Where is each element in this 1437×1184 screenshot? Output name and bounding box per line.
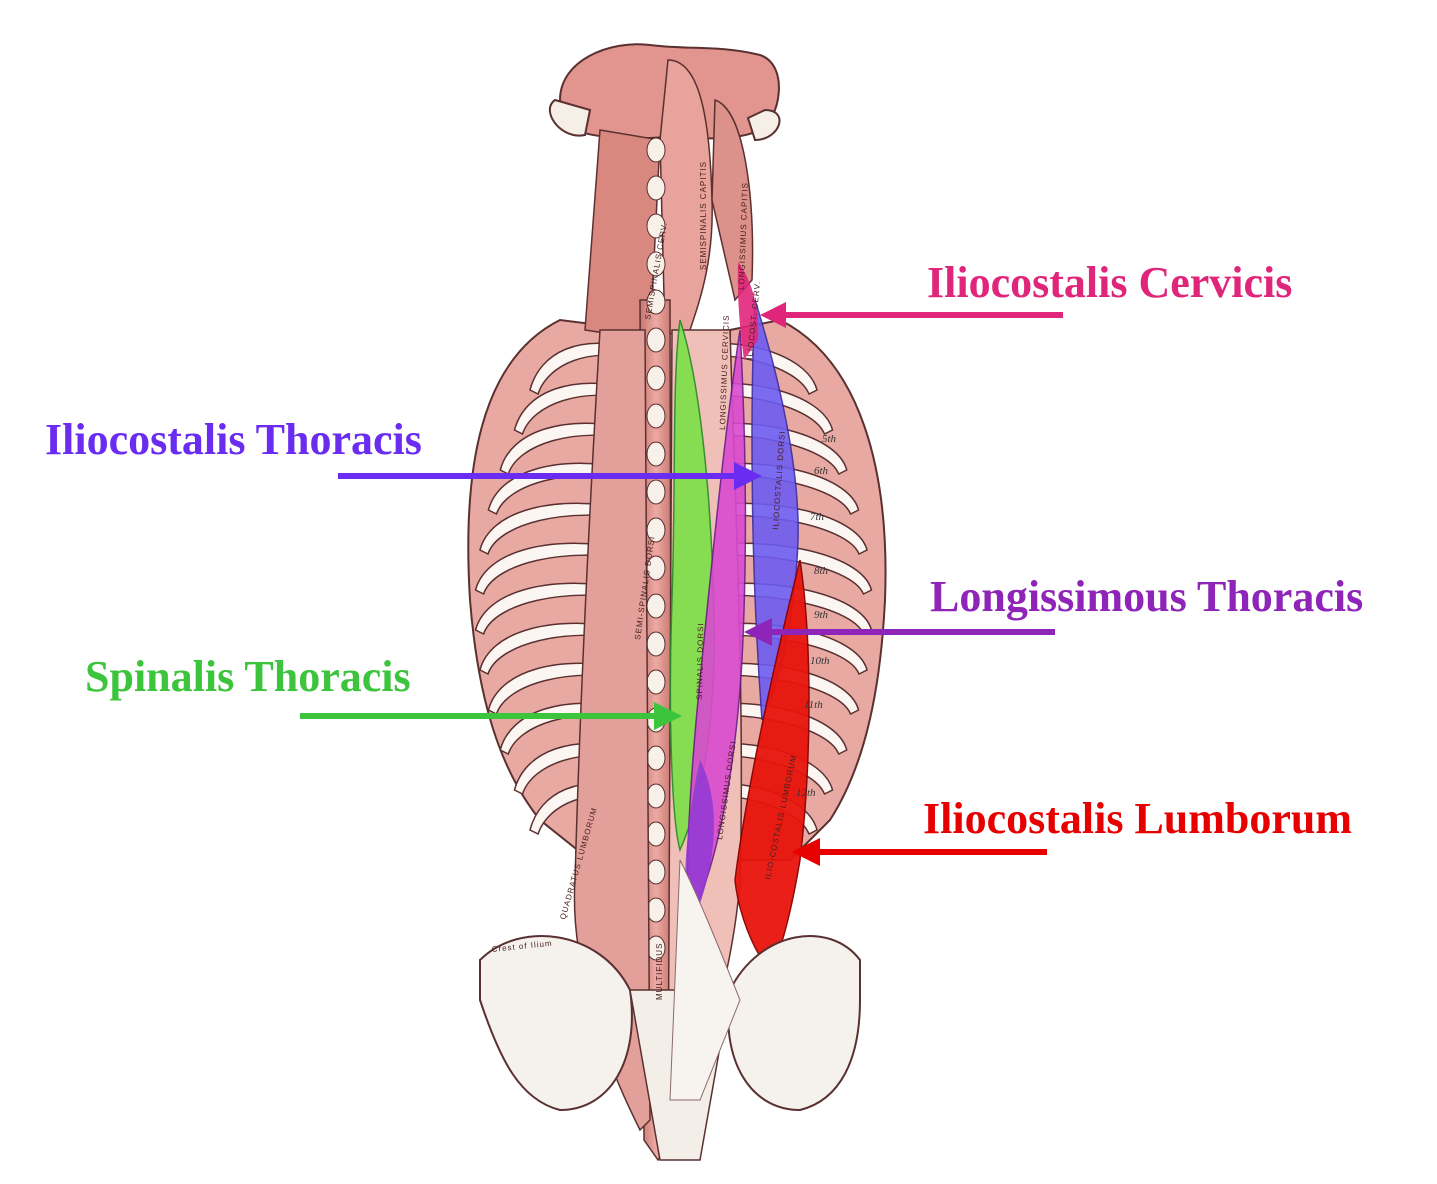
vertebra bbox=[646, 631, 666, 657]
vertebra bbox=[646, 897, 666, 923]
pelvis bbox=[479, 935, 861, 1112]
vertebra bbox=[646, 821, 666, 847]
rib-number-11: 11th bbox=[804, 699, 823, 711]
vertebra bbox=[646, 441, 666, 467]
rib-number-5: 5th bbox=[822, 433, 837, 445]
mastoid-right bbox=[746, 108, 781, 142]
rib-left bbox=[499, 422, 641, 476]
text-spinalis-dorsi: SPINALIS DORSI bbox=[695, 622, 705, 700]
arrow-iliocostalis-thoracis bbox=[338, 462, 762, 490]
vertebrae bbox=[646, 137, 666, 961]
label-iliocostalis-cervicis: Iliocostalis Cervicis bbox=[927, 258, 1293, 307]
label-iliocostalis-lumborum: Iliocostalis Lumborum bbox=[923, 794, 1353, 843]
rib-number-7: 7th bbox=[810, 511, 825, 523]
vertebra bbox=[646, 859, 666, 885]
rib-left bbox=[479, 502, 641, 556]
vertebra bbox=[646, 213, 666, 239]
lumbar-fascia bbox=[669, 859, 741, 1101]
vertebra bbox=[646, 327, 666, 353]
arrow-iliocostalis-cervicis bbox=[760, 302, 1063, 328]
vertebra bbox=[646, 745, 666, 771]
vertebra bbox=[646, 289, 666, 315]
vertebra bbox=[646, 251, 666, 277]
vertebra bbox=[646, 783, 666, 809]
vertebra bbox=[646, 403, 666, 429]
vertebra bbox=[646, 669, 666, 695]
label-iliocostalis-thoracis: Iliocostalis Thoracis bbox=[45, 415, 422, 464]
label-spinalis-thoracis: Spinalis Thoracis bbox=[85, 652, 411, 701]
text-longissimus-cervicis: LONGISSIMUS CERVICIS bbox=[718, 314, 731, 430]
rib-number-8: 8th bbox=[814, 565, 829, 577]
rib-number-10: 10th bbox=[810, 655, 830, 667]
rib-number-6: 6th bbox=[814, 465, 829, 477]
neck-muscles bbox=[584, 129, 661, 341]
mastoid-left bbox=[548, 98, 592, 137]
vertebra bbox=[646, 479, 666, 505]
text-semispinalis-capitis: SEMISPINALIS CAPITIS bbox=[699, 161, 708, 270]
iliocostalis-cervicis-muscle bbox=[737, 262, 759, 360]
vertebra bbox=[646, 175, 666, 201]
rib-number-labels: 5th 6th 7th 8th 9th 10th 11th 12th bbox=[796, 433, 837, 799]
rib-left bbox=[474, 542, 641, 596]
arrow-iliocostalis-lumborum bbox=[792, 838, 1047, 866]
arrow-spinalis-thoracis bbox=[300, 702, 682, 730]
text-longissimus-capitis: LONGISSIMUS CAPITIS bbox=[737, 182, 750, 290]
vertebra bbox=[646, 593, 666, 619]
vertebra bbox=[646, 137, 666, 163]
rib-left bbox=[474, 582, 641, 636]
text-multifidus: MULTIFIDUS bbox=[655, 943, 664, 1000]
rib-number-12: 12th bbox=[796, 787, 816, 799]
vertebra bbox=[646, 365, 666, 391]
rib-number-9: 9th bbox=[814, 609, 829, 621]
label-longissimous-thoracis: Longissimous Thoracis bbox=[930, 572, 1364, 621]
arrow-longissimous-thoracis bbox=[744, 618, 1055, 646]
longissimus-capitis bbox=[711, 98, 754, 302]
